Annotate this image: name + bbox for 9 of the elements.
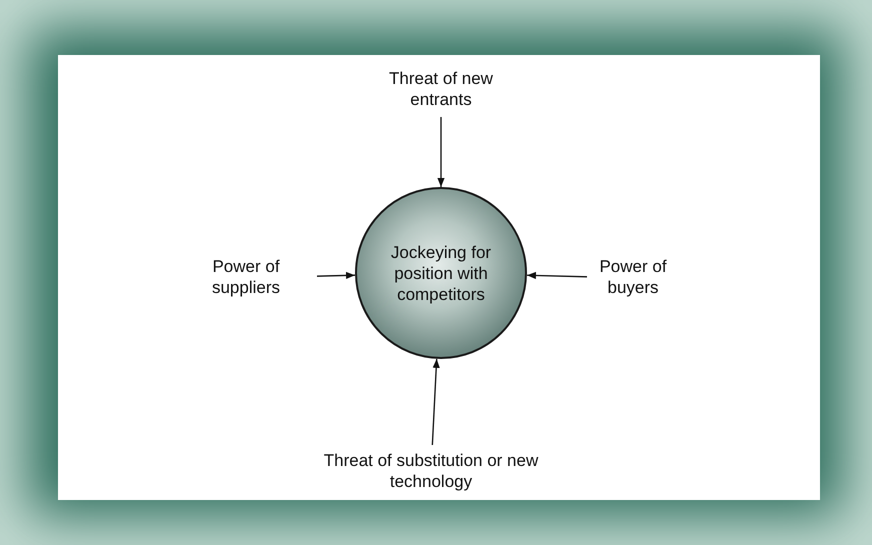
arrow	[316, 272, 356, 280]
force-label: Power of buyers	[598, 256, 668, 298]
arrow	[526, 272, 588, 280]
force-label: Threat of new entrants	[388, 68, 494, 110]
arrow	[432, 358, 440, 446]
force-label: Threat of substitution or new technology	[322, 450, 540, 492]
circle-label: Jockeying for position with competitors	[390, 242, 492, 304]
force-label: Power of suppliers	[210, 256, 282, 298]
arrow	[437, 117, 445, 187]
